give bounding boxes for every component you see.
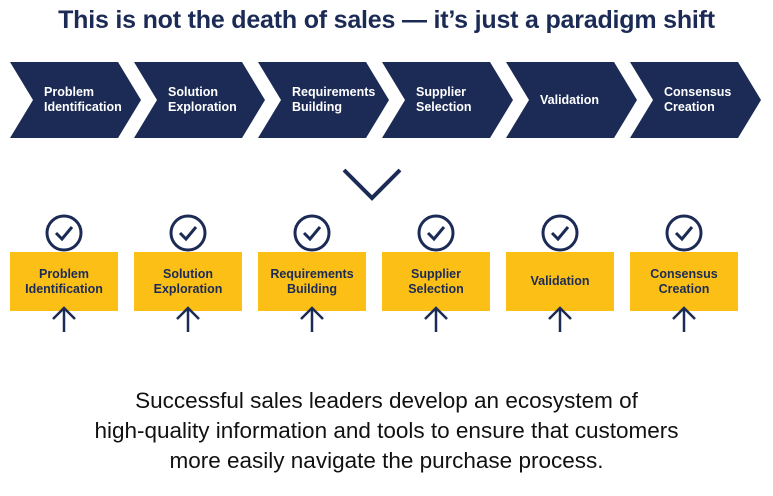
check-circle-icon: [665, 214, 703, 252]
arrow-up-icon: [49, 306, 79, 332]
check-circle-icon: [541, 214, 579, 252]
chevron-down-icon: [342, 168, 402, 201]
arrow-up-icon: [669, 306, 699, 332]
arrow-up-icon: [297, 306, 327, 332]
stage-line: Consensus: [650, 266, 718, 281]
stage-line: Identification: [25, 281, 103, 296]
stage-line: Solution: [162, 266, 213, 281]
stage-line: Selection: [408, 281, 464, 296]
stage-line: Validation: [540, 92, 600, 107]
chevron-label: Validation: [540, 62, 599, 138]
stage-line: Exploration: [168, 100, 237, 114]
footer-line: more easily navigate the purchase proces…: [169, 448, 604, 473]
chevron-shape: [630, 62, 761, 138]
check-circle-icon: [45, 214, 83, 252]
chevron-shape: [382, 62, 513, 138]
footer-line: high-quality information and tools to en…: [94, 418, 679, 443]
check-circle-icon: [417, 214, 455, 252]
stage-line: Exploration: [153, 281, 223, 296]
chevron-stage: Validation: [506, 62, 638, 138]
footer-line: Successful sales leaders develop an ecos…: [135, 388, 638, 413]
stage-line: Problem: [38, 266, 89, 281]
stage-line: Identification: [44, 100, 122, 114]
stage-line: Supplier: [416, 85, 467, 99]
stage-line: Supplier: [410, 266, 461, 281]
stage-line: Creation: [658, 281, 710, 296]
stage-line: Solution: [168, 85, 218, 99]
stage-line: Selection: [416, 100, 472, 114]
chevron-shape: [506, 62, 637, 138]
chevron-shape: [10, 62, 141, 138]
stage-line: Building: [292, 100, 342, 114]
check-circle-icon: [169, 214, 207, 252]
stage-line: Requirements: [270, 266, 354, 281]
stage-line: Requirements: [292, 85, 376, 99]
arrow-up-icon: [545, 306, 575, 332]
stage-box: Validation: [506, 252, 614, 311]
footer-text: Successful sales leaders develop an ecos…: [0, 386, 773, 476]
arrow-up-icon: [173, 306, 203, 332]
stage-line: Validation: [530, 274, 590, 288]
check-circle-icon: [293, 214, 331, 252]
chevron-shape: [258, 62, 389, 138]
stage-line: Consensus: [664, 85, 732, 99]
diagram-title: This is not the death of sales — it’s ju…: [58, 6, 715, 34]
arrow-up-icon: [421, 306, 451, 332]
chevron-shape: [134, 62, 265, 138]
stage-line: Creation: [664, 100, 715, 114]
stage-line: Building: [286, 281, 337, 296]
stage-line: Problem: [44, 85, 95, 99]
